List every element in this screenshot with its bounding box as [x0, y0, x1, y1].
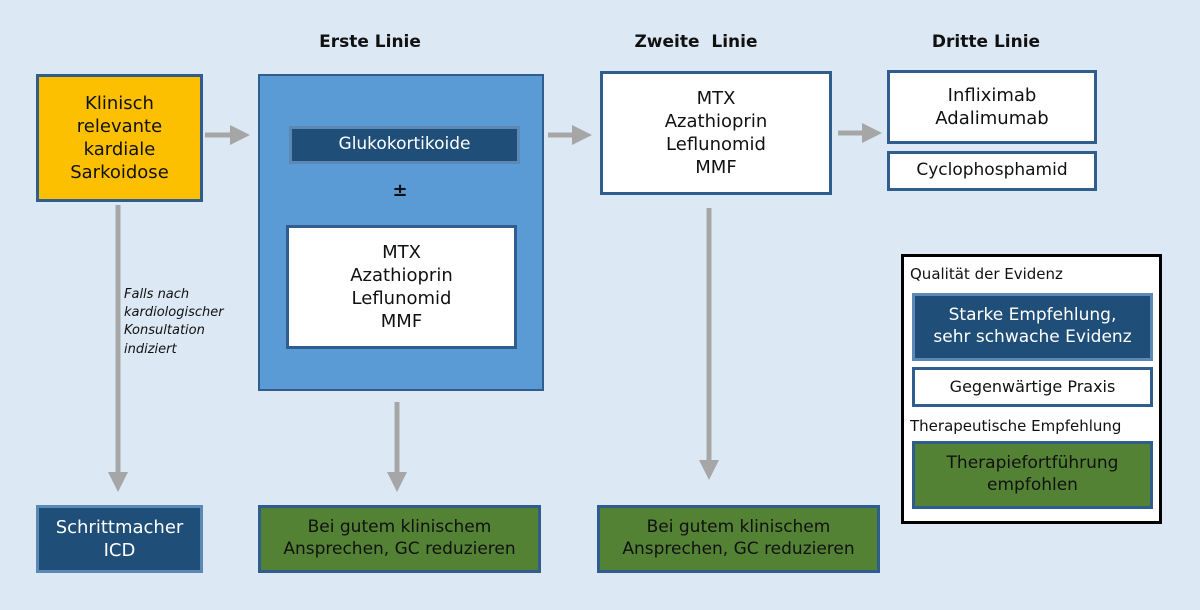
cardiac-sarcoidosis-box: Klinisch relevante kardiale Sarkoidose — [36, 74, 203, 202]
drug-item: Azathioprin — [350, 264, 453, 286]
pacemaker-icd-box: Schrittmacher ICD — [36, 505, 203, 573]
pacemaker-indication-note: Falls nach kardiologischer Konsultation … — [124, 286, 254, 359]
second-line-drugs-box: MTX Azathioprin Leflunomid MMF — [600, 71, 832, 195]
start-line: Sarkoidose — [70, 162, 169, 184]
cyclophosphamide-box: Cyclophosphamid — [887, 151, 1097, 191]
legend-line: Starke Empfehlung, — [948, 305, 1117, 326]
drug-item: Leflunomid — [666, 134, 766, 155]
legend-strong-recommendation: Starke Empfehlung, sehr schwache Evidenz — [912, 293, 1153, 361]
drug-item: Azathioprin — [664, 110, 768, 132]
legend-continuation-recommended: Therapiefortführung empfohlen — [912, 441, 1153, 509]
legend-therapeutic-title: Therapeutische Empfehlung — [910, 417, 1122, 435]
pacemaker-line: ICD — [103, 540, 136, 561]
drug-item: Leflunomid — [351, 288, 452, 309]
header-first-line: Erste Linie — [319, 32, 421, 52]
legend-line: sehr schwache Evidenz — [933, 327, 1132, 347]
header-third-line: Dritte Linie — [931, 32, 1041, 52]
first-line-drugs-box: MTX Azathioprin Leflunomid MMF — [286, 225, 517, 349]
drug-item: Infliximab — [947, 84, 1037, 106]
pacemaker-line: Schrittmacher — [55, 516, 184, 538]
start-line: Klinisch — [85, 92, 154, 114]
note-line: Falls nach — [124, 287, 190, 302]
note-line: kardiologischer — [124, 305, 224, 321]
start-line: relevante — [76, 115, 163, 137]
outcome-line: Ansprechen, GC reduzieren — [283, 539, 516, 559]
glucocorticoids-box: Glukokortikoide — [289, 126, 520, 164]
second-line-outcome-box: Bei gutem klinischem Ansprechen, GC redu… — [597, 505, 880, 573]
start-line: kardiale — [83, 139, 156, 160]
drug-item: MTX — [382, 241, 421, 263]
legend-evidence-title: Qualität der Evidenz — [910, 265, 1063, 283]
biologics-box: Infliximab Adalimumab — [887, 70, 1097, 144]
drug-item: Adalimumab — [935, 108, 1049, 129]
legend-panel: Qualität der Evidenz Starke Empfehlung, … — [901, 254, 1162, 524]
outcome-line: Bei gutem klinischem — [646, 517, 831, 538]
plus-minus-sign: ± — [392, 180, 408, 201]
outcome-line: Ansprechen, GC reduzieren — [622, 539, 855, 559]
drug-item: MMF — [380, 311, 423, 333]
note-line: indiziert — [124, 341, 177, 357]
drug-item: MMF — [695, 157, 737, 179]
legend-current-practice: Gegenwärtige Praxis — [912, 367, 1153, 407]
outcome-line: Bei gutem klinischem — [307, 517, 492, 538]
drug-item: MTX — [696, 87, 736, 109]
first-line-outcome-box: Bei gutem klinischem Ansprechen, GC redu… — [258, 505, 541, 573]
legend-line: empfohlen — [987, 475, 1078, 495]
header-second-line: Zweite Linie — [634, 32, 758, 52]
legend-line: Therapiefortführung — [946, 453, 1119, 474]
note-line: Konsultation — [124, 323, 205, 339]
